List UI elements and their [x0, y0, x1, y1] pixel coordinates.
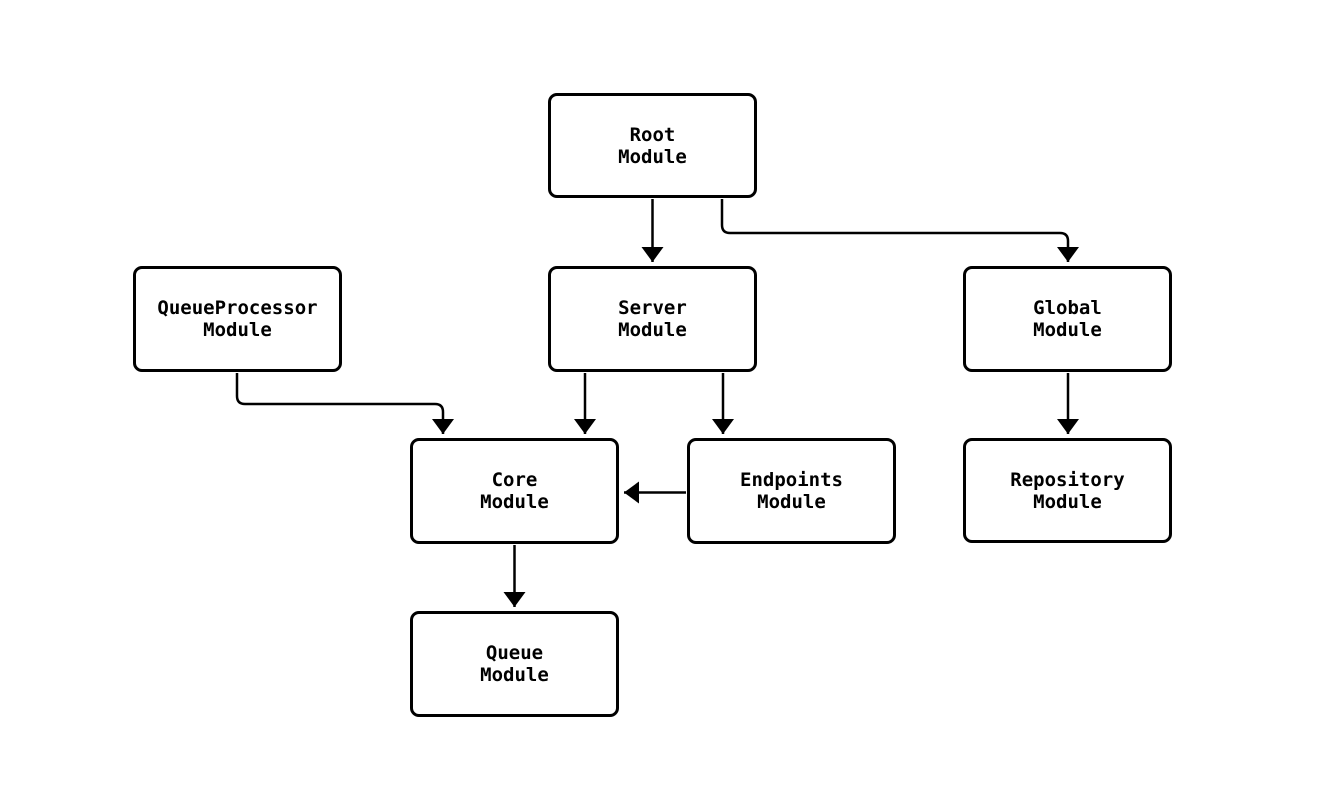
- node-label-line2: Module: [480, 491, 549, 513]
- node-label-line2: Module: [618, 319, 687, 341]
- node-label-line2: Module: [757, 491, 826, 513]
- node-queueprocessor-module: QueueProcessor Module: [133, 266, 342, 372]
- node-label-line1: Repository: [1010, 468, 1125, 491]
- node-label-line1: Global: [1033, 297, 1102, 319]
- node-label-line1: Core: [491, 469, 538, 491]
- node-core-module: Core Module: [410, 438, 619, 544]
- node-label-line1: Server: [618, 297, 687, 319]
- edge-root-to-global: [720, 199, 1079, 262]
- edge-queueprocessor-to-core: [235, 373, 454, 434]
- node-label-line2: Module: [480, 664, 549, 686]
- node-root-module: Root Module: [548, 93, 757, 198]
- node-global-module: Global Module: [963, 266, 1172, 372]
- node-label-line2: Module: [1033, 319, 1102, 341]
- node-label-line2: Module: [1033, 490, 1102, 513]
- node-endpoints-module: Endpoints Module: [687, 438, 896, 544]
- node-queue-module: Queue Module: [410, 611, 619, 717]
- node-label-line1: Endpoints: [740, 469, 843, 491]
- node-label-line1: Root: [629, 123, 676, 146]
- node-label-line2: Module: [203, 319, 272, 341]
- node-label-line2: Module: [618, 145, 687, 168]
- node-server-module: Server Module: [548, 266, 757, 372]
- node-label-line1: Queue: [485, 642, 544, 664]
- node-label-line1: QueueProcessor: [157, 297, 318, 319]
- node-repository-module: Repository Module: [963, 438, 1172, 543]
